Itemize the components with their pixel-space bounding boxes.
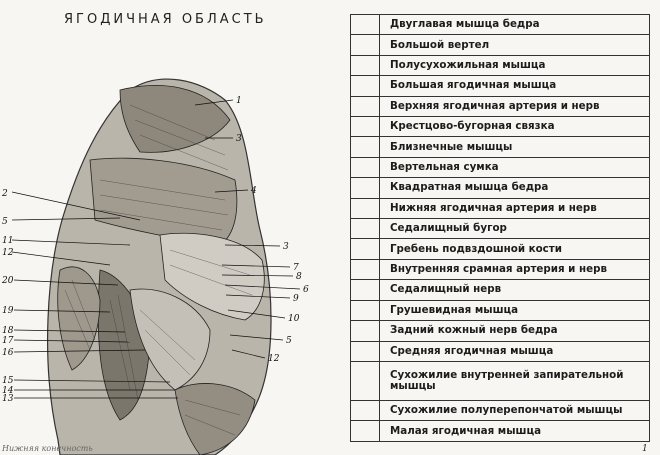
number-cell	[350, 320, 380, 342]
number-cell	[350, 34, 380, 56]
number-cell	[350, 361, 380, 402]
table-row: Полусухожильная мышца	[350, 55, 650, 77]
figure-label: 5	[286, 336, 292, 346]
term-cell: Большой вертел	[379, 34, 650, 56]
figure-label: 2	[1, 189, 8, 199]
number-cell	[350, 157, 380, 179]
figure-label: 16	[2, 348, 14, 358]
table-row: Крестцово-бугорная связка	[350, 116, 650, 138]
table-row: Малая ягодичная мышца	[350, 420, 650, 442]
term-cell: Полусухожильная мышца	[379, 55, 650, 77]
term-cell: Верхняя ягодичная артерия и нерв	[379, 96, 650, 118]
table-row: Нижняя ягодичная артерия и нерв	[350, 198, 650, 220]
number-cell	[350, 96, 380, 118]
term-cell: Гребень подвздошной кости	[379, 238, 650, 260]
number-cell	[350, 177, 380, 199]
figure-label: 13	[2, 394, 14, 404]
number-cell	[350, 14, 380, 36]
table-row: Двуглавая мышца бедра	[350, 14, 650, 36]
table-row: Средняя ягодичная мышца	[350, 341, 650, 362]
figure-label: 18	[2, 326, 14, 336]
table-row: Внутренняя срамная артерия и нерв	[350, 259, 650, 281]
piriformis-shape	[89, 157, 238, 246]
muscle-fiber-lines	[64, 104, 253, 436]
quadratus-shape	[129, 288, 211, 391]
term-cell: Сухожилие полуперепончатой мышцы	[379, 400, 650, 422]
terms-table: Двуглавая мышца бедра Большой вертел Пол…	[350, 14, 650, 442]
left-labels: 2 5 11 12 20 19 18 17 16 15 14 13	[1, 189, 14, 404]
term-cell: Двуглавая мышца бедра	[379, 14, 650, 36]
number-cell	[350, 218, 380, 240]
number-cell	[350, 238, 380, 260]
figure-label: 19	[2, 306, 14, 316]
number-cell	[350, 198, 380, 220]
gluteus-medius-shape	[119, 85, 231, 153]
table-row: Гребень подвздошной кости	[350, 238, 650, 260]
term-cell: Задний кожный нерв бедра	[379, 320, 650, 342]
figure-label: 8	[296, 272, 302, 282]
number-cell	[350, 75, 380, 97]
figure-label: 3	[236, 134, 242, 144]
figure-label: 12	[268, 354, 280, 364]
figure-label: 11	[2, 236, 13, 246]
table-row: Задний кожный нерв бедра	[350, 320, 650, 342]
number-cell	[350, 300, 380, 322]
table-row: Квадратная мышца бедра	[350, 177, 650, 199]
term-cell: Седалищный нерв	[379, 279, 650, 301]
figure-label: 9	[293, 294, 299, 304]
figure-label: 7	[293, 263, 299, 273]
table-row: Вертельная сумка	[350, 157, 650, 179]
page-title: ЯГОДИЧНАЯ ОБЛАСТЬ	[64, 12, 267, 27]
term-cell: Квадратная мышца бедра	[379, 177, 650, 199]
term-cell: Нижняя ягодичная артерия и нерв	[379, 198, 650, 220]
figure-label: 5	[2, 217, 8, 227]
number-cell	[350, 279, 380, 301]
term-cell: Седалищный бугор	[379, 218, 650, 240]
table-row: Грушевидная мышца	[350, 300, 650, 322]
figure-label: 14	[2, 386, 14, 396]
gluteal-region-drawing: 1 3 4 3 7 8 6 9 10 5 12 2 5 11 12 20 19 …	[1, 78, 309, 455]
table-row: Большая ягодичная мышца	[350, 75, 650, 97]
table-row: Близнечные мышцы	[350, 136, 650, 158]
term-cell: Грушевидная мышца	[379, 300, 650, 322]
table-row: Седалищный бугор	[350, 218, 650, 240]
number-cell	[350, 136, 380, 158]
number-cell	[350, 341, 380, 362]
figure-label: 4	[250, 186, 257, 196]
figure-caption: Нижняя конечность	[2, 444, 93, 453]
table-row: Верхняя ягодичная артерия и нерв	[350, 96, 650, 118]
term-cell: Крестцово-бугорная связка	[379, 116, 650, 138]
figure-label: 10	[288, 314, 300, 324]
figure-label: 17	[2, 336, 14, 346]
table-row: Сухожилие внутренней запирательной мышцы	[350, 361, 650, 402]
table-row: Седалищный нерв	[350, 279, 650, 301]
anatomy-illustration: 1 3 4 3 7 8 6 9 10 5 12 2 5 11 12 20 19 …	[0, 60, 345, 455]
term-cell: Внутренняя срамная артерия и нерв	[379, 259, 650, 281]
number-cell	[350, 55, 380, 77]
right-labels: 1 3 4 3 7 8 6 9 10 5 12	[236, 96, 309, 364]
figure-label: 15	[2, 376, 14, 386]
leader-lines	[11, 99, 301, 399]
figure-label: 1	[236, 96, 242, 106]
number-cell	[350, 400, 380, 422]
term-cell: Сухожилие внутренней запирательной мышцы	[379, 361, 650, 402]
term-cell: Малая ягодичная мышца	[379, 420, 650, 442]
table-row: Большой вертел	[350, 34, 650, 56]
page-number: 1	[642, 444, 648, 454]
number-cell	[350, 420, 380, 442]
figure-label: 20	[1, 276, 14, 286]
term-cell: Большая ягодичная мышца	[379, 75, 650, 97]
term-cell: Средняя ягодичная мышца	[379, 341, 650, 362]
term-cell: Близнечные мышцы	[379, 136, 650, 158]
term-cell: Вертельная сумка	[379, 157, 650, 179]
table-row: Сухожилие полуперепончатой мышцы	[350, 400, 650, 422]
number-cell	[350, 259, 380, 281]
figure-label: 12	[2, 248, 14, 258]
number-cell	[350, 116, 380, 138]
hamstring-origin-shape	[174, 383, 256, 455]
figure-label: 3	[283, 242, 289, 252]
figure-label: 6	[303, 285, 309, 295]
